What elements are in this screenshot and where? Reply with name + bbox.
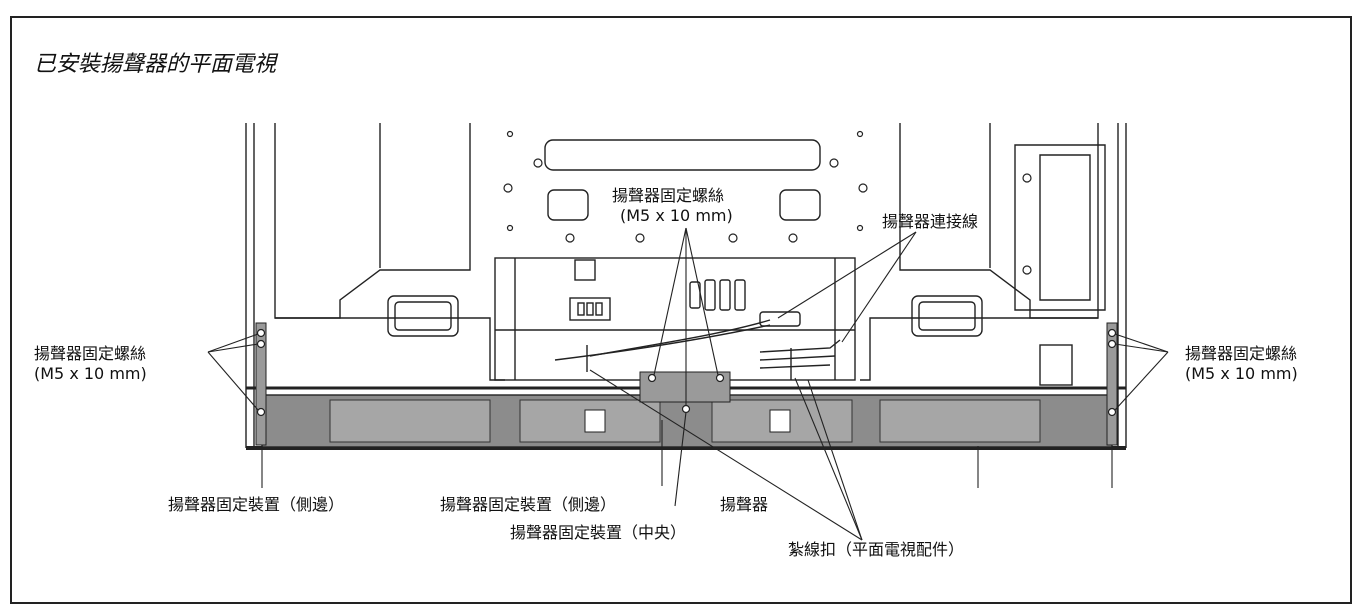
center-screw-3 (681, 404, 691, 414)
center-screw-size: (M5 x 10 mm) (620, 206, 733, 225)
back-cover-left-panel (274, 123, 471, 319)
right-clip (1039, 344, 1073, 386)
speaker-connector-right (769, 409, 791, 433)
right-screw-label: 揚聲器固定螺絲 (1185, 344, 1298, 363)
right-screw-2 (1107, 339, 1117, 349)
speaker-terminal (759, 311, 801, 327)
center-screw-1 (647, 373, 657, 383)
left-screw-2 (256, 339, 266, 349)
cable-tie-label: 紮線扣（平面電視配件） (788, 540, 965, 559)
left-screw-label: 揚聲器固定螺絲 (34, 344, 147, 363)
right-screw-size: (M5 x 10 mm) (1185, 364, 1298, 383)
left-screw-3 (256, 407, 266, 417)
speaker-connector-left (584, 409, 606, 433)
speaker-cable (589, 319, 771, 357)
center-screw-label: 揚聲器固定螺絲 (612, 186, 725, 205)
left-handle-slot (387, 295, 459, 337)
speaker-label: 揚聲器 (720, 495, 769, 514)
bracket-side-left-label: 揚聲器固定裝置（側邊） (168, 495, 345, 514)
speaker-right-grille (879, 399, 1041, 443)
right-screw-3 (1107, 407, 1117, 417)
right-side-bracket (1106, 322, 1118, 446)
mount-slot-top (544, 139, 821, 171)
ac-socket (569, 297, 611, 321)
right-screw-1 (1107, 328, 1117, 338)
speaker-left-grille (329, 399, 491, 443)
diagram-title: 已安裝揚聲器的平面電視 (34, 52, 277, 77)
bracket-side-center-label: 揚聲器固定裝置（側邊） (440, 495, 617, 514)
cable-label: 揚聲器連接線 (882, 212, 979, 231)
bracket-center-label: 揚聲器固定裝置（中央） (510, 523, 687, 542)
left-side-bracket (255, 322, 267, 446)
diagram-frame (10, 16, 1352, 604)
left-screw-1 (256, 328, 266, 338)
ac-inlet (574, 259, 596, 281)
right-handle-slot (911, 295, 983, 337)
right-side-box (1014, 144, 1106, 311)
center-screw-2 (715, 373, 725, 383)
left-screw-size: (M5 x 10 mm) (34, 364, 147, 383)
